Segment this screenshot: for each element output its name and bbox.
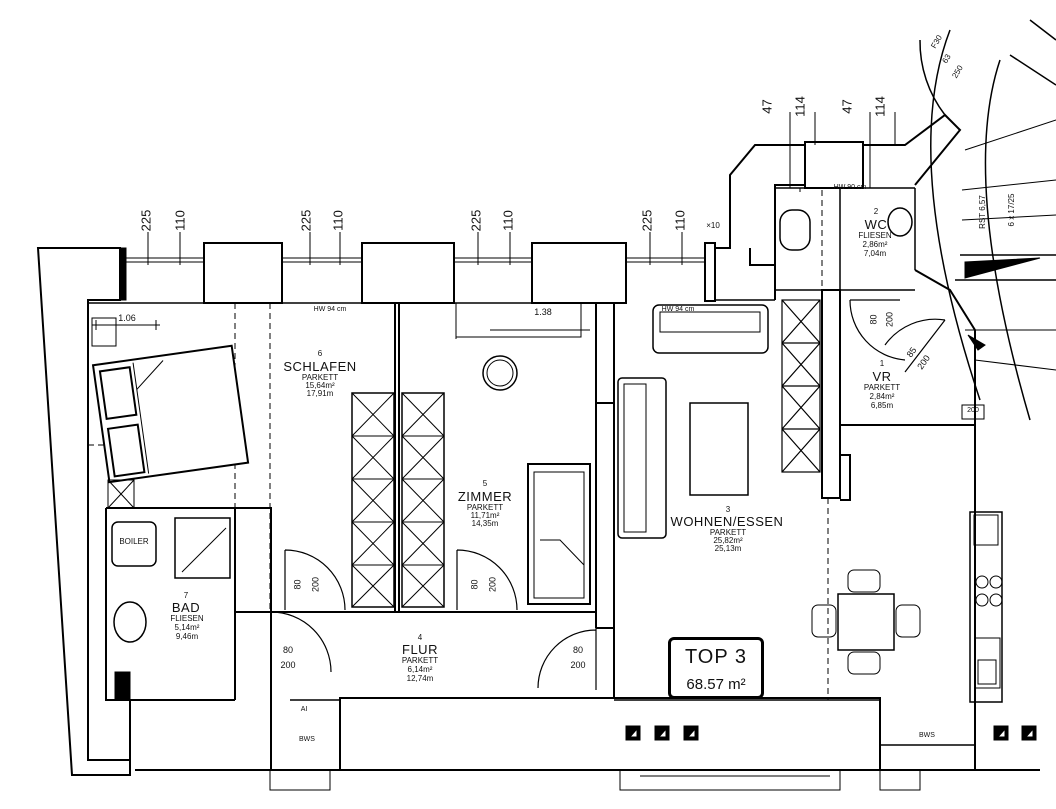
zimmer-desk-dim: 1.38	[534, 307, 552, 317]
unit-area: 68.57 m²	[686, 676, 746, 693]
bws-label-1: BWS	[299, 736, 315, 743]
room-area: 2,86m²	[862, 240, 888, 249]
bws-label-2: BWS	[919, 732, 935, 739]
room-floor: PARKETT	[709, 528, 747, 537]
room-floor: FLIESEN	[858, 231, 892, 240]
window-dim-w-4: 225	[639, 209, 655, 232]
room-name: BAD	[171, 600, 201, 615]
window-dim-h-3: 110	[500, 210, 516, 231]
room-perimeter: 25,13m	[714, 544, 742, 553]
room-perimeter: 6,85m	[870, 401, 894, 410]
door-dim-h-5: 200	[884, 311, 895, 328]
door-dim-h-3: 200	[280, 660, 296, 670]
window-dim-h-4: 110	[672, 210, 688, 231]
room-perimeter: 17,91m	[306, 389, 334, 398]
room-name: WC	[864, 217, 888, 232]
room-number: 6	[317, 349, 323, 358]
room-area: 25,82m²	[713, 536, 743, 545]
door-dim-w-5: 80	[868, 314, 879, 325]
room-number: 4	[417, 633, 423, 642]
room-floor: PARKETT	[401, 656, 439, 665]
door-dim-w-1: 80	[292, 579, 303, 590]
hw-label-1: HW 94 cm	[313, 306, 347, 313]
stair-dim-label: 6 x 17/25	[1007, 193, 1016, 227]
room-number: 1	[879, 359, 885, 368]
room-perimeter: 14,35m	[471, 519, 499, 528]
top-window-dim-a-2: 47	[839, 99, 855, 114]
window-dim-w-3: 225	[468, 209, 484, 232]
room-area: 6,14m²	[407, 665, 433, 674]
door-dim-h-1: 200	[310, 576, 321, 593]
room-floor: PARKETT	[466, 503, 504, 512]
room-area: 15,64m²	[305, 381, 335, 390]
small-x10-label: ×10	[706, 221, 720, 230]
room-area: 11,71m²	[470, 511, 500, 520]
room-perimeter: 9,46m	[175, 632, 199, 641]
room-name: SCHLAFEN	[283, 359, 357, 374]
room-number: 3	[725, 505, 731, 514]
ai-label: AI	[300, 706, 308, 713]
room-floor: PARKETT	[301, 373, 339, 382]
boiler-label: BOILER	[119, 537, 149, 546]
room-number: 5	[482, 479, 488, 488]
room-number: 7	[183, 591, 189, 600]
room-perimeter: 12,74m	[406, 674, 434, 683]
room-name: WOHNEN/ESSEN	[670, 514, 784, 529]
unit-summary-box: TOP 3 68.57 m²	[668, 637, 764, 699]
unit-label: TOP 3	[684, 646, 748, 668]
room-perimeter: 7,04m	[863, 249, 887, 258]
top-window-dim-b-2: 114	[872, 96, 888, 117]
room-name: FLUR	[402, 642, 438, 657]
top-window-dim-b-1: 114	[792, 96, 808, 117]
room-area: 2,84m²	[869, 392, 895, 401]
room-name: VR	[872, 369, 892, 384]
stair-rst-label: RST 6,57	[978, 195, 987, 229]
door-dim-h-4: 200	[570, 660, 586, 670]
room-name: ZIMMER	[457, 489, 513, 504]
bed-dim: 1.06	[118, 313, 136, 323]
window-dim-w-1: 225	[138, 209, 154, 232]
door-dim-h-2: 200	[487, 576, 498, 593]
hw-label-2: HW 94 cm	[661, 306, 695, 313]
vr-200-label: 200	[967, 407, 979, 414]
top-window-dim-a-1: 47	[759, 99, 775, 114]
door-dim-w-2: 80	[469, 579, 480, 590]
window-dim-h-2: 110	[330, 210, 346, 231]
room-area: 5,14m²	[174, 623, 200, 632]
window-dim-h-1: 110	[172, 210, 188, 231]
room-floor: PARKETT	[863, 383, 901, 392]
room-floor: FLIESEN	[170, 614, 204, 623]
hw-label-3: HW 90 cm	[833, 184, 867, 191]
room-number: 2	[873, 207, 879, 216]
door-dim-w-4: 80	[572, 645, 583, 655]
door-dim-w-3: 80	[282, 645, 293, 655]
window-dim-w-2: 225	[298, 209, 314, 232]
